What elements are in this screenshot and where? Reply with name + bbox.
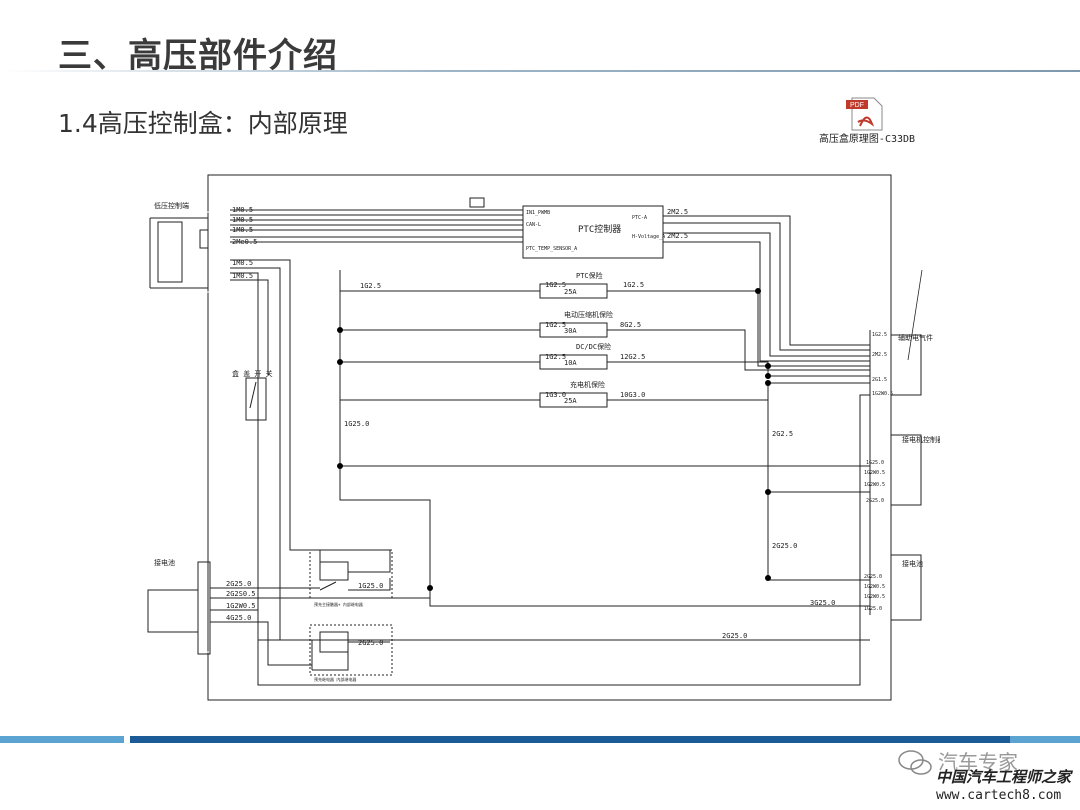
fuse-out-wire: 10G3.0: [620, 391, 645, 399]
lv-pin-label: 1M0.5: [232, 259, 253, 267]
title-divider: [0, 70, 1080, 72]
lv-connector-label: 低压控制端: [154, 201, 189, 210]
ptc-wire: 2M2.5: [667, 208, 688, 216]
brand-line1: 汽车专家: [938, 750, 1018, 774]
fuse-rating: 10A: [564, 359, 577, 367]
fuse-in-wire: 1G2.5: [545, 321, 566, 329]
fuse-rating: 25A: [564, 397, 577, 405]
ptc-pin: IN1_PWMB: [526, 210, 550, 216]
lv-pin-label: 1M0.5: [232, 272, 253, 280]
fuse-out-wire: 8G2.5: [620, 321, 641, 329]
motor-pin: 1G2W0.5: [864, 482, 885, 488]
brand-url: www.cartech8.com: [936, 788, 1062, 803]
fuse-in-wire: 1G2.5: [545, 281, 566, 289]
hv-control-box-schematic: 低压控制端 1M0.5 1M0.5 1M0.5 2Me0.5 1M0.5 1M0…: [140, 174, 940, 701]
battery-pin: 1G25.0: [864, 606, 882, 612]
lv-pin-label: 2Me0.5: [232, 238, 257, 246]
lv-pin-label: 1M0.5: [232, 216, 253, 224]
pdf-attachment[interactable]: PDF: [812, 96, 922, 146]
hv-connector-label: 接电池: [154, 558, 175, 567]
lv-pin-label: 1M0.5: [232, 206, 253, 214]
wire-label: 1G25.0: [344, 420, 369, 428]
motor-pin: 1G2W0.5: [864, 470, 885, 476]
ptc-pin: PTC-A: [632, 215, 647, 221]
ptc-wire: 2M2.5: [667, 232, 688, 240]
wire-label: 2G25.0: [722, 632, 747, 640]
motor-pin: 2G25.0: [866, 498, 884, 504]
battery-pin: 1G2W0.5: [864, 584, 885, 590]
ptc-controller-label: PTC控制器: [578, 223, 621, 235]
svg-text:PDF: PDF: [850, 102, 864, 109]
wire-label: 3G25.0: [810, 599, 835, 607]
lv-pin-label: 1M0.5: [232, 226, 253, 234]
wire-label: 1G2.5: [360, 282, 381, 290]
hv-pin: 2G2S0.5: [226, 590, 256, 598]
accessory-pin: 1G2W0.5: [872, 391, 893, 397]
ptc-pin: H-Voltage_A: [632, 234, 665, 240]
footer-bar: [0, 736, 1080, 743]
wire-label: 2G25.0: [772, 542, 797, 550]
wire-label: 1G25.0: [358, 582, 383, 590]
accessory-pin: 1G2.5: [872, 332, 887, 338]
hv-pin: 1G2W0.5: [226, 602, 256, 610]
ptc-pin: CAN-L: [526, 222, 541, 228]
slide-title: 三、高压部件介绍: [58, 36, 338, 76]
pdf-file-icon: PDF: [846, 97, 883, 131]
accessory-pin: 2M2.5: [872, 352, 887, 358]
slide-subtitle: 1.4高压控制盒：内部原理: [58, 109, 348, 138]
pdf-caption: 高压盒原理图-C33DB: [818, 134, 916, 145]
battery-connector-label: 接电池: [902, 559, 923, 568]
fuse-name: PTC保险: [576, 271, 603, 280]
fuse-in-wire: 1G2.5: [545, 353, 566, 361]
interlock-switch-label: 盒 盖 开 关: [232, 369, 273, 378]
footer-brand: 汽车专家 中国汽车工程师之家 www.cartech8.com: [878, 744, 1078, 806]
fuse-in-wire: 1G3.0: [545, 391, 566, 399]
wechat-icon: [898, 750, 932, 775]
hv-pin: 4G25.0: [226, 614, 251, 622]
fuse-name: DC/DC保险: [576, 342, 611, 351]
fuse-name: 充电机保险: [570, 380, 605, 389]
wire-label: 2G25.0: [358, 639, 383, 647]
fuse-out-wire: 12G2.5: [620, 353, 645, 361]
relay-label: 预充主接触器+ 内部继电器: [314, 601, 363, 607]
accessory-connector-label: 辅助电气件: [898, 333, 933, 342]
ptc-controller-box: [522, 205, 664, 259]
wire-label: 2G2.5: [772, 430, 793, 438]
battery-pin: 2G25.0: [864, 574, 882, 580]
fuse-rating: 30A: [564, 327, 577, 335]
ptc-pin: PTC_TEMP_SENSOR_A: [526, 246, 577, 252]
relay-label: 预充继电器 内部继电器: [314, 676, 356, 682]
brand-line2: 中国汽车工程师之家: [936, 768, 1072, 786]
accessory-pin: 2G1.5: [872, 377, 887, 383]
fuse-rating: 25A: [564, 288, 577, 296]
motor-pin: 1G25.0: [866, 460, 884, 466]
fuse-name: 电动压缩机保险: [564, 310, 613, 319]
fuse-out-wire: 1G2.5: [623, 281, 644, 289]
motor-connector-label: 接电机控制器: [902, 435, 940, 444]
battery-pin: 1G2W0.5: [864, 594, 885, 600]
hv-pin: 2G25.0: [226, 580, 251, 588]
